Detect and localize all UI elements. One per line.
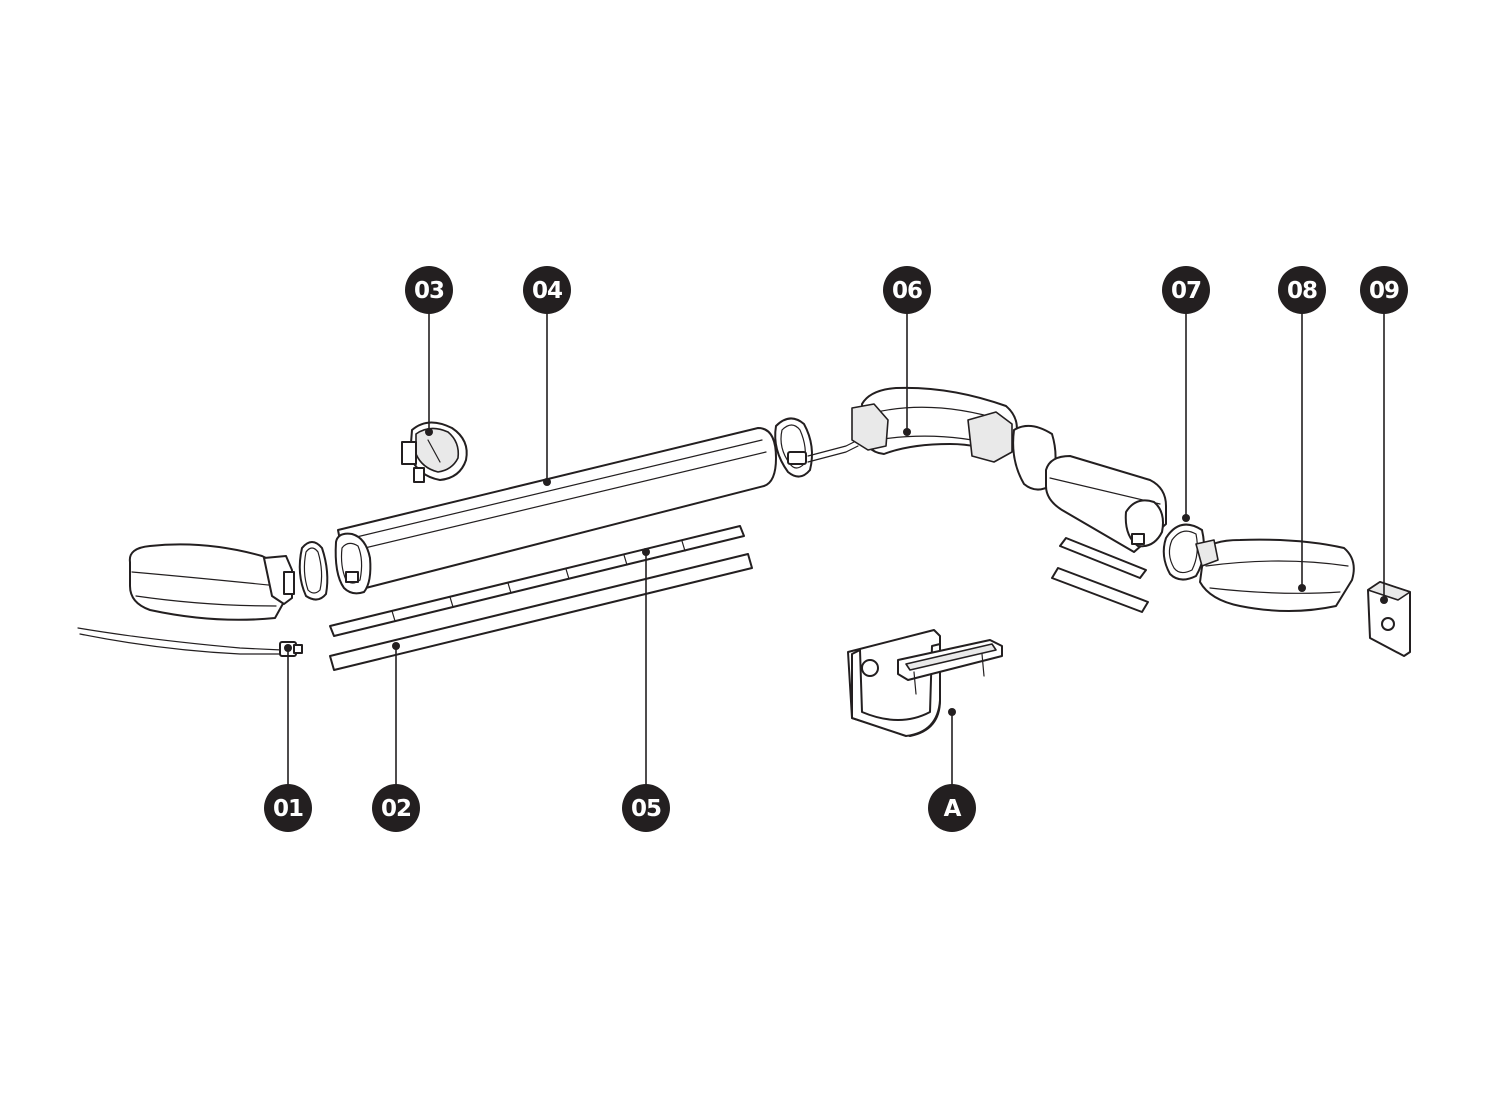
callout-01: 01 (264, 784, 312, 832)
callout-label-03: 03 (414, 278, 444, 304)
callout-04: 04 (523, 266, 571, 314)
callout-label-06: 06 (892, 278, 922, 304)
callout-label-08: 08 (1287, 278, 1317, 304)
seal-ring-middle (774, 417, 813, 478)
seal-ring-left (298, 541, 329, 601)
aluminium-profile (334, 427, 777, 595)
left-end-cap (128, 543, 295, 621)
seal-ring-right (1162, 523, 1205, 581)
strip-pair-right (1051, 537, 1149, 613)
callout-03: 03 (405, 266, 453, 314)
callout-07: 07 (1162, 266, 1210, 314)
callout-label-01: 01 (273, 796, 303, 822)
callout-label-A: A (944, 796, 962, 822)
callout-A: A (928, 784, 976, 832)
callout-label-02: 02 (381, 796, 411, 822)
corner-piece (851, 386, 1057, 491)
mounting-clip (1367, 581, 1411, 657)
wall-bracket (847, 629, 1003, 737)
callout-label-07: 07 (1171, 278, 1201, 304)
corner-cable (787, 439, 859, 465)
callout-label-04: 04 (532, 278, 562, 304)
callout-label-05: 05 (631, 796, 661, 822)
callout-06: 06 (883, 266, 931, 314)
callout-08: 08 (1278, 266, 1326, 314)
callout-02: 02 (372, 784, 420, 832)
callout-09: 09 (1360, 266, 1408, 314)
power-cable (77, 627, 303, 657)
short-profile (1045, 455, 1167, 553)
callout-label-09: 09 (1369, 278, 1399, 304)
right-end-cap (1195, 538, 1355, 612)
led-strip-upper (329, 525, 745, 637)
callout-05: 05 (622, 784, 670, 832)
profile-connector (401, 421, 468, 483)
